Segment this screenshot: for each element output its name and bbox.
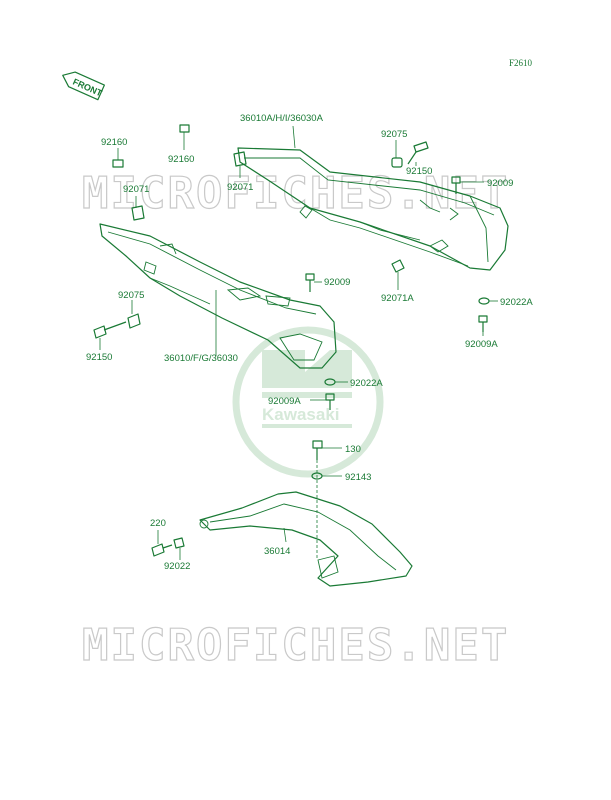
label-130: 130 (345, 444, 361, 455)
label-92160-b: 92160 (168, 154, 194, 165)
label-92022a-mid: 92022A (350, 378, 383, 389)
screw-92009-mid (305, 273, 315, 292)
label-92143: 92143 (345, 472, 371, 483)
side-cover-left (99, 223, 337, 369)
screw-92009-top (451, 176, 461, 194)
label-220: 220 (150, 518, 166, 529)
screw-92009a-mid (325, 393, 335, 410)
callout-labels: 36010A/H/I/36030A 92075 92150 92009 9207… (86, 113, 533, 572)
label-92071-left: 92071 (123, 184, 149, 195)
bolt-92150-top (407, 141, 429, 165)
label-92075-left: 92075 (118, 290, 144, 301)
label-92009-top: 92009 (487, 178, 513, 189)
bolt-130 (312, 440, 323, 460)
leader-lines (99, 125, 498, 560)
grommet-92071-mid (233, 151, 247, 167)
watermark-bottom: MICROFICHES.NET (82, 620, 509, 671)
clip-92160-a (112, 159, 124, 168)
label-92009a-right: 92009A (465, 339, 498, 350)
label-36014: 36014 (264, 546, 290, 557)
grommet-92075-top (391, 157, 403, 168)
clip-92160-b (179, 124, 190, 133)
screw-220 (151, 543, 173, 557)
lower-cover (199, 491, 413, 587)
label-92022: 92022 (164, 561, 190, 572)
label-92150-left: 92150 (86, 352, 112, 363)
front-arrow-tag: FRONT (62, 71, 105, 101)
grommet-92071-left (131, 205, 145, 221)
label-92022a-right: 92022A (500, 297, 533, 308)
washer-92022a-right (478, 297, 490, 305)
kawasaki-logo-text: Kawasaki (262, 405, 340, 424)
label-92071-mid: 92071 (227, 182, 253, 193)
label-36010fg: 36010/F/G/36030 (164, 353, 238, 364)
label-36010ahi: 36010A/H/I/36030A (240, 113, 324, 124)
label-92150-top: 92150 (406, 166, 432, 177)
label-92160-a: 92160 (101, 137, 127, 148)
grommet-92071a (391, 259, 405, 273)
label-92071a: 92071A (381, 293, 414, 304)
bolt-92150-left (93, 321, 127, 339)
side-cover-right (237, 147, 509, 271)
label-92009a-mid: 92009A (268, 396, 301, 407)
label-92075-top: 92075 (381, 129, 407, 140)
washer-92022 (173, 537, 185, 549)
figure-code: F2610 (509, 58, 533, 68)
label-92009-mid: 92009 (324, 277, 350, 288)
grommet-92075-left (127, 313, 141, 329)
screw-92009a-right (478, 315, 488, 332)
